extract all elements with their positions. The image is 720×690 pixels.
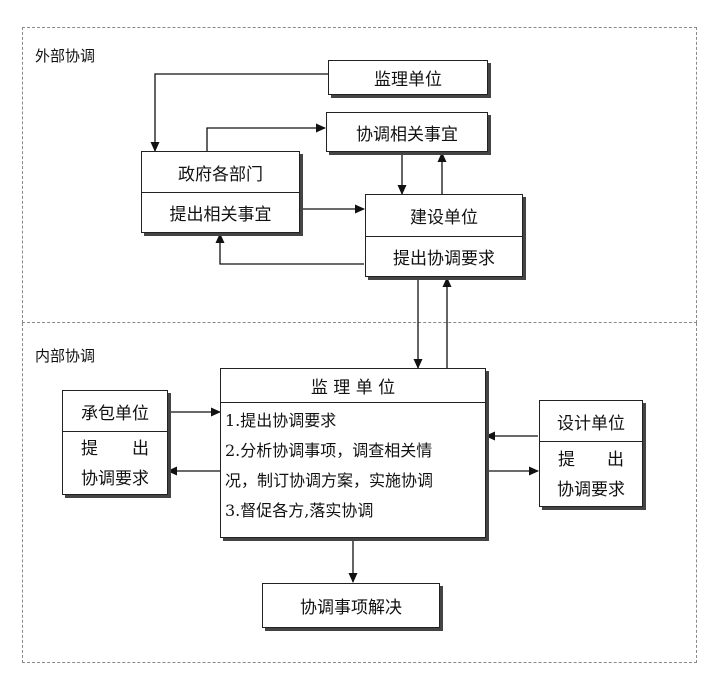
design-body-line2: 协调要求 bbox=[557, 480, 625, 500]
supervisor-unit-label: 监理单位 bbox=[374, 70, 442, 90]
duty-line-3: 况，制订协调方案，实施协调 bbox=[225, 471, 434, 490]
contractor-unit-title: 承包单位 bbox=[81, 403, 149, 424]
supervisor-main-title: 监 理 单 位 bbox=[310, 378, 396, 398]
arrow-government-to-matters bbox=[206, 123, 326, 151]
internal-coordination-region: 内部协调 bbox=[22, 323, 697, 663]
arrow-supervisor-to-government bbox=[150, 73, 328, 152]
duty-line-4: 3.督促各方,落实协调 bbox=[225, 501, 374, 520]
supervisor-main-duties: 1.提出协调要求 2.分析协调事项，调查相关情 况，制订协调方案，实施协调 3.… bbox=[221, 402, 485, 526]
coordination-matters-box: 协调相关事宜 bbox=[326, 112, 488, 152]
construction-unit-title: 建设单位 bbox=[410, 208, 478, 228]
resolution-box: 协调事项解决 bbox=[262, 583, 440, 628]
construction-unit-box: 建设单位 提出协调要求 bbox=[365, 194, 523, 277]
government-departments-box: 政府各部门 提出相关事宜 bbox=[141, 151, 300, 233]
arrow-construction-to-government bbox=[215, 233, 364, 265]
duty-line-1: 1.提出协调要求 bbox=[225, 411, 337, 430]
contractor-unit-body: 提 出 协调要求 bbox=[63, 431, 167, 494]
design-unit-body: 提 出 协调要求 bbox=[540, 441, 642, 505]
government-departments-title: 政府各部门 bbox=[178, 164, 263, 185]
construction-unit-body: 提出协调要求 bbox=[366, 236, 522, 276]
government-departments-body: 提出相关事宜 bbox=[142, 192, 299, 232]
design-body-chu: 出 bbox=[607, 450, 624, 470]
design-unit-box: 设计单位 提 出 协调要求 bbox=[539, 400, 643, 507]
duty-line-2: 2.分析协调事项，调查相关情 bbox=[225, 441, 433, 460]
external-coordination-region: 外部协调 bbox=[22, 27, 697, 323]
external-coordination-label: 外部协调 bbox=[35, 47, 96, 65]
supervisor-main-box: 监 理 单 位 1.提出协调要求 2.分析协调事项，调查相关情 况，制订协调方案… bbox=[220, 368, 486, 538]
supervisor-unit-box: 监理单位 bbox=[328, 60, 488, 95]
contractor-body-chu: 出 bbox=[132, 439, 149, 459]
contractor-body-line2: 协调要求 bbox=[81, 469, 149, 489]
coordination-matters-label: 协调相关事宜 bbox=[356, 124, 458, 145]
internal-coordination-label: 内部协调 bbox=[35, 347, 96, 365]
contractor-body-ti: 提 bbox=[81, 439, 98, 459]
design-unit-title: 设计单位 bbox=[557, 413, 625, 434]
design-body-ti: 提 bbox=[558, 450, 575, 470]
resolution-label: 协调事项解决 bbox=[300, 598, 402, 618]
contractor-unit-box: 承包单位 提 出 协调要求 bbox=[62, 390, 168, 495]
